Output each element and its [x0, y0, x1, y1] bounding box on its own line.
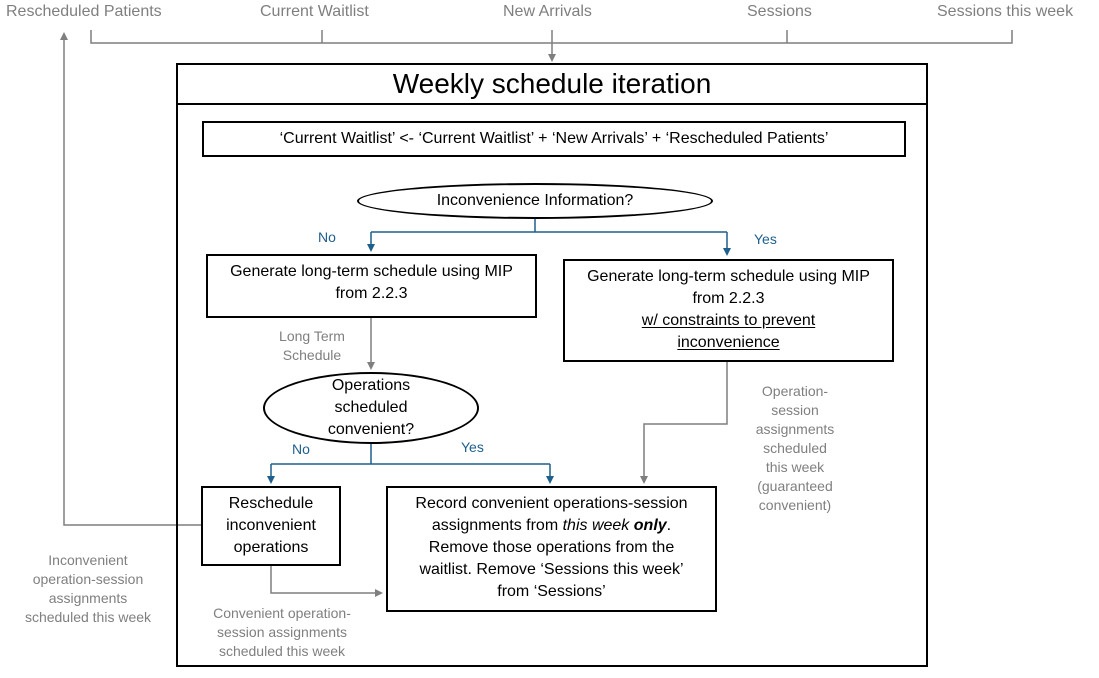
- decision2-yes-label: Yes: [461, 439, 484, 455]
- record-l3: Remove those operations from the: [428, 539, 675, 556]
- convenient-l1: Convenient operation-: [213, 605, 351, 621]
- record-l2-a: assignments from: [431, 517, 563, 534]
- constrained-line2: from 2.2.3: [692, 290, 765, 307]
- generate-schedule-line2: from 2.2.3: [335, 285, 408, 302]
- record-l5: from ‘Sessions’: [497, 583, 606, 600]
- reschedule-l2: inconvenient: [226, 517, 316, 534]
- inconvenient-l3: assignments: [48, 590, 128, 606]
- reschedule-feedback-arrow: [60, 32, 201, 526]
- record-l2-only: only: [633, 517, 667, 534]
- decision2-branches: [267, 442, 554, 484]
- current-waitlist-label: Current Waitlist: [260, 3, 369, 20]
- constrained-line1: Generate long-term schedule using MIP: [587, 268, 870, 285]
- guaranteed-l3: assignments: [755, 421, 835, 437]
- record-l2-this-week: this week: [562, 517, 630, 534]
- new-arrivals-label: New Arrivals: [503, 3, 592, 20]
- decision2-no-label: No: [292, 441, 310, 457]
- decision1-no-label: No: [318, 229, 336, 245]
- inconvenient-assignments-note: Inconvenient operation-session assignmen…: [12, 551, 164, 627]
- guaranteed-l2: session: [771, 402, 819, 418]
- generate-schedule-box: Generate long-term schedule using MIP fr…: [206, 254, 537, 318]
- long-term-line2: Schedule: [282, 347, 342, 363]
- inputs-bracket: [90, 30, 1013, 62]
- constrained-line4: inconvenience: [677, 334, 780, 351]
- inconvenient-l1: Inconvenient: [48, 552, 128, 568]
- guaranteed-l1: Operation-: [761, 383, 829, 399]
- convenience-line2: scheduled: [334, 399, 408, 416]
- convenient-assignments-note: Convenient operation- session assignment…: [196, 604, 368, 661]
- convenient-arrow: [270, 566, 383, 597]
- frame-title: Weekly schedule iteration: [178, 65, 926, 105]
- guaranteed-convenient-note: Operation- session assignments scheduled…: [737, 382, 853, 515]
- sessions-this-week-label: Sessions this week: [937, 3, 1074, 20]
- guaranteed-l4: scheduled: [763, 440, 827, 456]
- guaranteed-arrow: [640, 362, 728, 484]
- convenient-l2: session assignments: [217, 624, 347, 640]
- reschedule-box: Reschedule inconvenient operations: [201, 486, 341, 566]
- record-assignments-box: Record convenient operations-session ass…: [386, 486, 717, 612]
- reschedule-l1: Reschedule: [228, 495, 314, 512]
- decision1-branches: [367, 218, 731, 256]
- inconvenience-decision: Inconvenience Information?: [357, 183, 713, 219]
- record-l1: Record convenient operations-session: [415, 495, 688, 512]
- weekly-iteration-frame: Weekly schedule iteration: [176, 63, 928, 667]
- convenience-line1: Operations: [331, 377, 411, 394]
- long-term-schedule-label: Long Term Schedule: [268, 327, 356, 365]
- guaranteed-l6: (guaranteed: [757, 478, 833, 494]
- inconvenience-decision-label: Inconvenience Information?: [436, 192, 634, 209]
- inconvenient-l2: operation-session: [32, 571, 144, 587]
- convenience-decision: Operations scheduled convenient?: [263, 372, 479, 444]
- record-l2: assignments from this week only.: [388, 515, 715, 537]
- guaranteed-l7: convenient): [758, 497, 832, 513]
- constrained-line3: w/ constraints to prevent: [641, 312, 816, 329]
- decision1-yes-label: Yes: [754, 231, 777, 247]
- record-l4: waitlist. Remove ‘Sessions this week’: [419, 561, 684, 578]
- guaranteed-l5: this week: [765, 459, 825, 475]
- waitlist-update-box: ‘Current Waitlist’ <- ‘Current Waitlist’…: [202, 121, 906, 157]
- inconvenient-l4: scheduled this week: [24, 609, 152, 625]
- reschedule-l3: operations: [233, 539, 309, 556]
- convenience-line3: convenient?: [327, 421, 415, 438]
- generate-schedule-line1: Generate long-term schedule using MIP: [230, 263, 513, 280]
- rescheduled-patients-label: Rescheduled Patients: [6, 3, 162, 20]
- sessions-label: Sessions: [747, 3, 812, 20]
- record-l2-period: .: [666, 517, 672, 534]
- long-term-line1: Long Term: [279, 328, 345, 344]
- generate-constrained-schedule-box: Generate long-term schedule using MIP fr…: [563, 259, 894, 362]
- convenient-l3: scheduled this week: [218, 643, 346, 659]
